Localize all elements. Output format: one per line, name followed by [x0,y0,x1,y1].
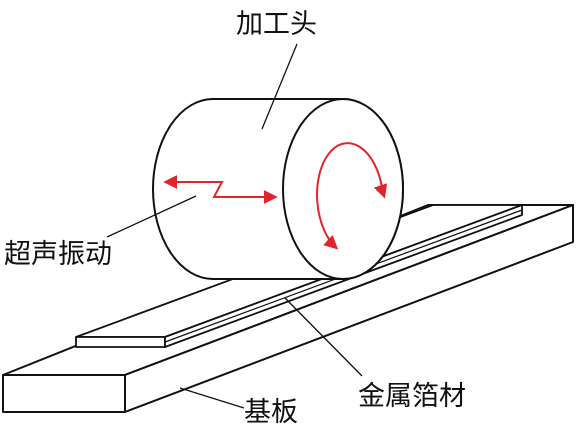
processing-head [152,98,404,280]
roller-end-face [282,98,404,280]
substrate-side-face [124,204,574,413]
foil-front-face [75,336,166,348]
substrate-leader-line [179,387,245,409]
rotation-arrow-tail [373,183,388,199]
vibration-label: 超声振动 [4,239,112,270]
foil-leader-line [284,297,363,377]
leader-lines [106,43,363,409]
substrate-front-face [2,374,126,413]
substrate-label: 基板 [244,397,298,428]
vibration-leader-line [106,195,197,238]
head-leader-line [261,43,298,130]
ultrasonic-vibration-arrow [163,175,278,204]
head-label: 加工头 [236,9,317,40]
rotation-arrow [316,142,383,250]
foil-label: 金属箔材 [358,381,466,412]
